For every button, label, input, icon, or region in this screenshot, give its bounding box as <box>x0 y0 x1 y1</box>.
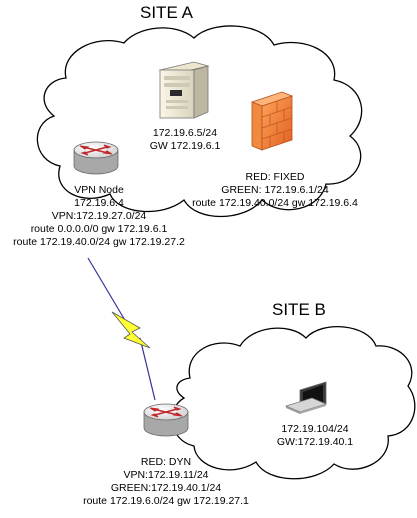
vpn-node-name: VPN Node <box>74 184 124 196</box>
site-b-cloud <box>171 326 416 480</box>
vpn-node-router-icon <box>73 141 119 175</box>
router-b-red: RED: DYN <box>140 456 192 468</box>
server-gateway: GW 172.19.6.1 <box>149 140 221 152</box>
firewall-green: GREEN: 172.19.6.1/24 <box>221 184 329 196</box>
site-b-router-label: RED: DYN VPN:172.19.11/24 GREEN:172.19.4… <box>60 456 272 508</box>
firewall-route: route 172.19.40.0/24 gw 172.19.6.4 <box>192 197 358 209</box>
laptop-icon <box>284 381 328 414</box>
router-b-green: GREEN:172.19.40.1/24 <box>110 482 222 494</box>
vpn-node-label: VPN Node 172.19.6.4 VPN:172.19.27.0/24 r… <box>0 184 198 249</box>
firewall-label: RED: FIXED GREEN: 172.19.6.1/24 route 17… <box>170 171 380 210</box>
router-b-route: route 172.19.6.0/24 gw 172.19.27.1 <box>83 495 249 507</box>
site-b-router-icon <box>143 403 189 437</box>
server-label: 172.19.6.5/24 GW 172.19.6.1 <box>115 127 255 153</box>
router-b-vpn: VPN:172.19.11/24 <box>123 469 209 481</box>
firewall-red: RED: FIXED <box>245 171 305 183</box>
laptop-gateway: GW:172.19.40.1 <box>276 436 354 448</box>
vpn-node-route-site-b: route 172.19.40.0/24 gw 172.19.27.2 <box>13 236 185 248</box>
laptop-ip: 172.19.104/24 <box>281 423 349 435</box>
vpn-node-route-default: route 0.0.0.0/0 gw 172.19.6.1 <box>30 223 168 235</box>
server-ip: 172.19.6.5/24 <box>152 127 218 139</box>
laptop-label: 172.19.104/24 GW:172.19.40.1 <box>250 423 380 449</box>
server-icon <box>158 61 210 119</box>
site-a-cloud <box>36 25 363 218</box>
firewall-icon <box>250 91 294 151</box>
vpn-node-ip: 172.19.6.4 <box>74 197 124 209</box>
vpn-node-vpn: VPN:172.19.27.0/24 <box>51 210 147 222</box>
lightning-bolt-icon <box>87 257 156 401</box>
site-a-title: SITE A <box>140 3 193 22</box>
site-b-title: SITE B <box>272 300 326 319</box>
